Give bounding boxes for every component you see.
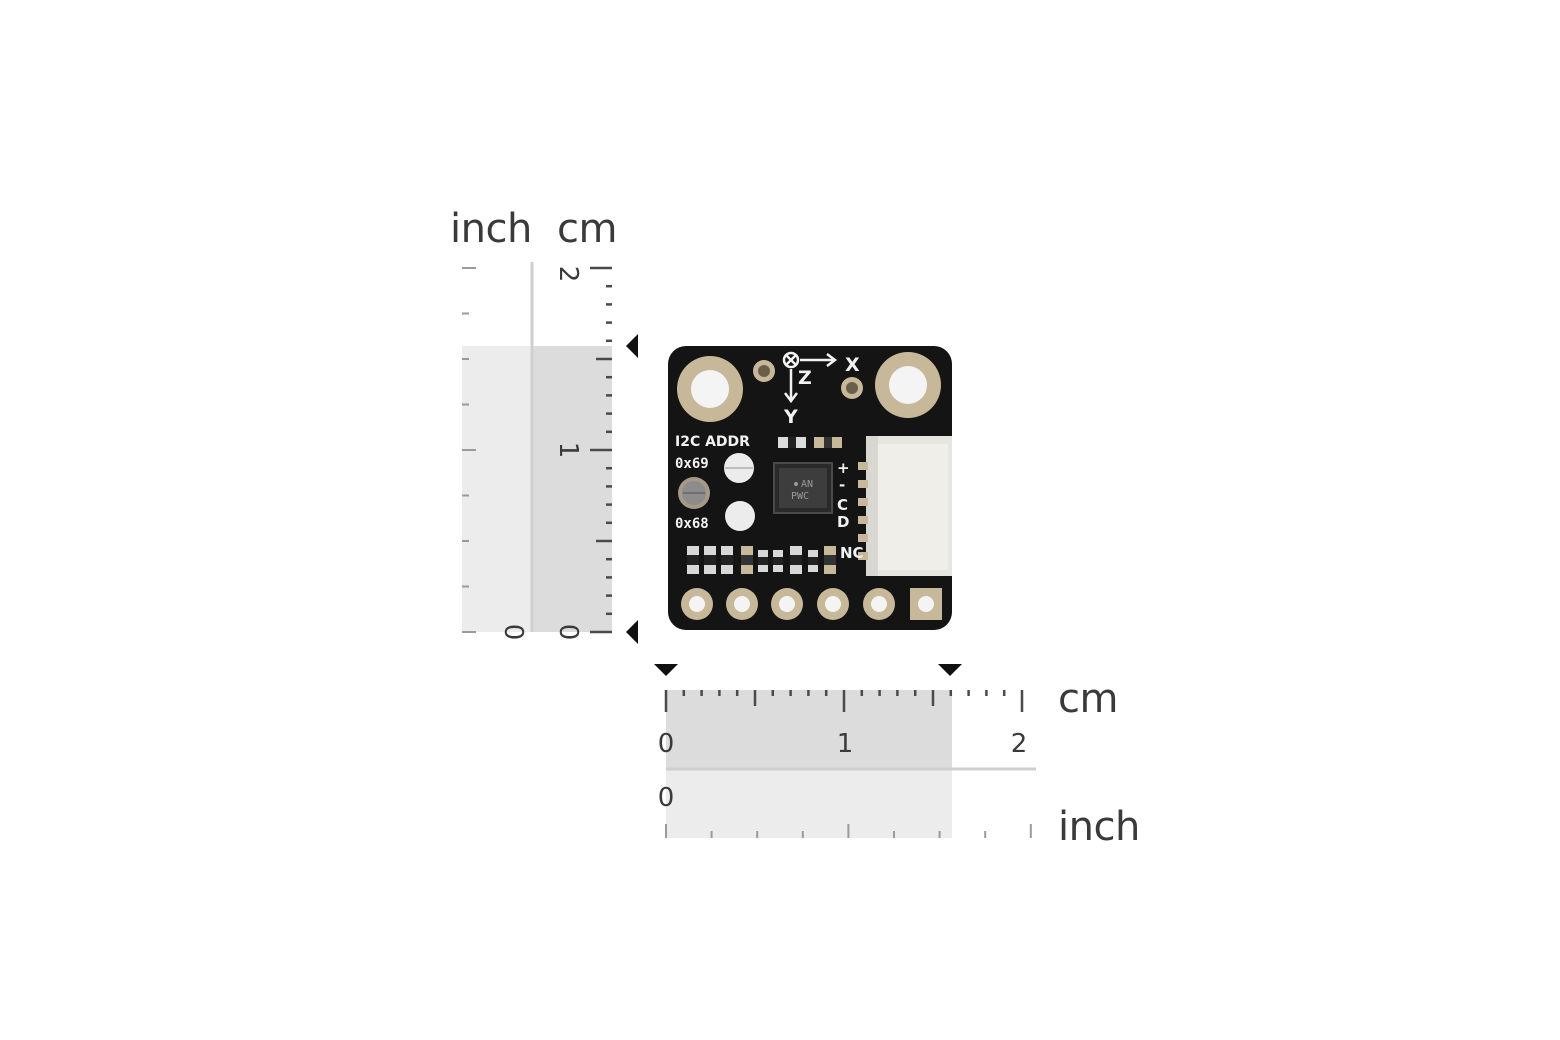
chip-marking-2: PWC	[791, 491, 809, 502]
i2c-addr-0x68: 0x68	[675, 516, 709, 532]
hruler-cm-number-0: 0	[658, 729, 675, 759]
hruler-cm-number-2: 2	[1011, 729, 1028, 759]
pin-label-c: C	[837, 496, 848, 514]
pin-label-minus: -	[839, 476, 845, 494]
vruler-cm-number-0: 0	[553, 624, 583, 641]
pin-label-d: D	[837, 513, 849, 531]
i2c-jumper	[678, 453, 755, 531]
vruler-inch-number-0: 0	[498, 624, 528, 641]
pin-label-plus: +	[837, 459, 850, 477]
axis-x-label: X	[845, 354, 860, 376]
vruler-cm-number-2: 2	[553, 266, 583, 283]
axis-y-label: Y	[783, 406, 798, 428]
hruler-inch-number-0: 0	[658, 783, 675, 813]
i2c-addr-label: I2C ADDR	[675, 434, 750, 450]
mounting-hole-right	[875, 352, 941, 418]
axis-z-label: Z	[798, 367, 812, 389]
vruler-cm-number-1: 1	[553, 442, 583, 459]
mounting-hole-left	[677, 356, 743, 422]
chip-marking-1: AN	[801, 479, 813, 490]
header-pads	[681, 588, 942, 620]
jst-connector	[858, 436, 952, 576]
hruler-cm-number-1: 1	[837, 729, 854, 759]
sensor-board: X Y Z I2C ADDR 0x69 0x68 AN PWC + - C D …	[668, 346, 952, 630]
vertical-ruler-cm-label: cm	[557, 206, 617, 252]
horizontal-ruler	[654, 664, 1036, 838]
vertical-ruler	[462, 262, 638, 644]
passive-components	[687, 546, 836, 574]
sensor-chip	[773, 462, 833, 514]
i2c-addr-0x69: 0x69	[675, 456, 709, 472]
horizontal-ruler-inch-label: inch	[1058, 804, 1140, 850]
axis-diagram	[782, 351, 838, 404]
vertical-ruler-inch-label: inch	[450, 206, 532, 252]
pin-label-nc: NC	[840, 544, 864, 562]
horizontal-ruler-cm-label: cm	[1058, 676, 1118, 722]
